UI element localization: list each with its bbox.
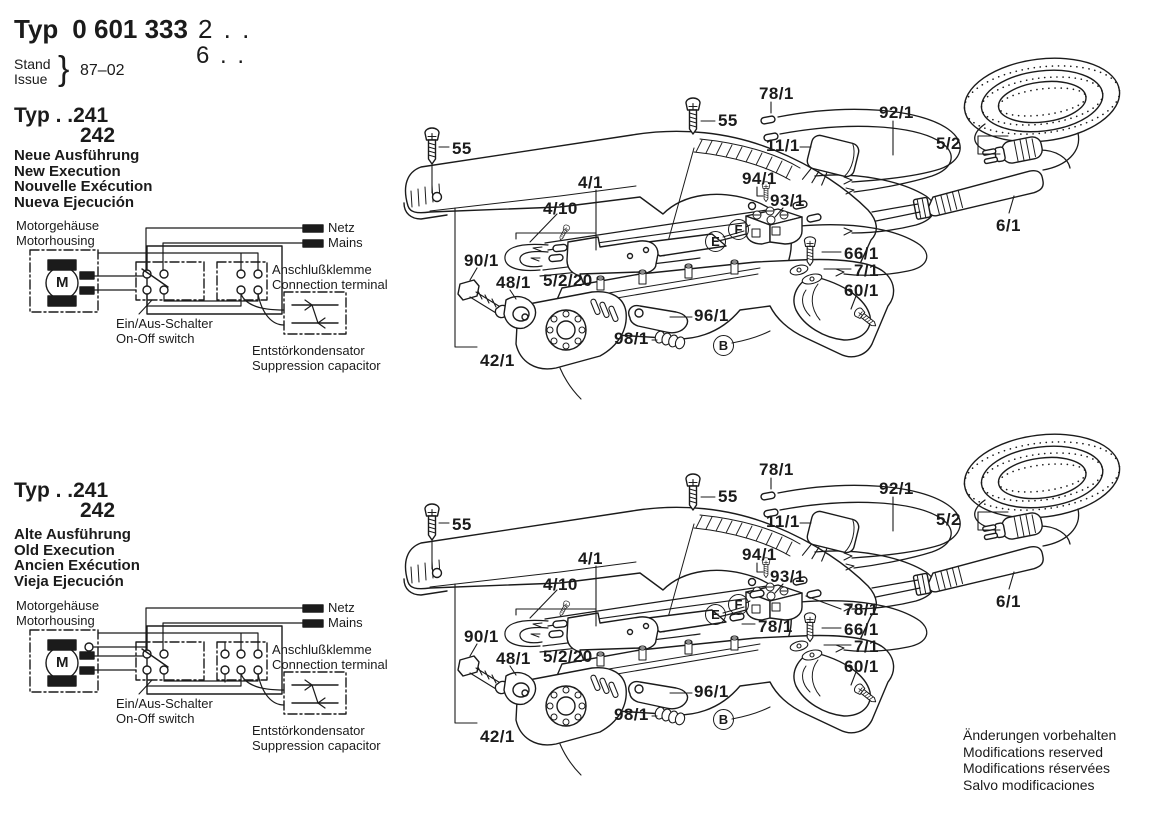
issue-brace: }: [58, 50, 70, 88]
capacitor-label: Entstörkondensator Suppression capacitor: [252, 723, 381, 753]
part-number-label: 78/1: [758, 617, 793, 636]
capacitor-label: Entstörkondensator Suppression capacitor: [252, 343, 381, 373]
part-number-label: 5/2/20: [543, 647, 593, 666]
part-number-label: 6/1: [996, 216, 1021, 235]
part-number-label: 4/1: [578, 549, 603, 568]
part-number-label: 94/1: [742, 545, 777, 564]
part-number-label: 96/1: [694, 682, 729, 701]
part-number-label: 4/1: [578, 173, 603, 192]
part-number-label: 6/1: [996, 592, 1021, 611]
part-number-label: 78/1: [844, 600, 879, 619]
part-number-label: 7/1: [854, 637, 879, 656]
typ-prefix: Typ . .: [14, 479, 74, 502]
part-number-label: 55: [718, 111, 738, 130]
callout-letter: F: [728, 219, 749, 240]
typ-label: Typ: [14, 14, 59, 44]
part-number-label: 5/2: [936, 510, 961, 529]
motor-housing-label: Motorgehäuse Motorhousing: [16, 598, 100, 628]
part-number-label: 42/1: [480, 727, 515, 746]
model-242: 242: [80, 124, 116, 147]
part-number-label: 4/10: [543, 199, 578, 218]
part-number-label: 78/1: [759, 460, 794, 479]
terminal-label: Anschlußklemme Connection terminal: [272, 642, 388, 672]
part-number-label: 11/1: [766, 136, 800, 155]
typ-prefix: Typ . .: [14, 104, 74, 127]
part-number-label: 60/1: [844, 657, 879, 676]
callout-letter: E: [705, 604, 726, 625]
document-title: Typ 0 601 333 2 . .: [14, 14, 251, 45]
mains-label: Netz Mains: [328, 600, 363, 630]
section-models-old: Typ . .241 242: [14, 479, 116, 522]
callout-letter: F: [728, 594, 749, 615]
part-number-label: 66/1: [844, 620, 879, 639]
model-242: 242: [80, 499, 116, 522]
model-241: 241: [73, 479, 109, 502]
part-number-label: 55: [452, 139, 472, 158]
part-number-label: 60/1: [844, 281, 879, 300]
part-number-label: 42/1: [480, 351, 515, 370]
switch-label: Ein/Aus-Schalter On-Off switch: [116, 696, 213, 726]
type-suffix-line2: 6 . .: [196, 42, 247, 69]
part-number-label: 55: [452, 515, 472, 534]
part-number-label: 96/1: [694, 306, 729, 325]
part-number-label: 90/1: [464, 627, 499, 646]
motor-symbol: M: [56, 274, 69, 291]
issue-block: Stand Issue: [14, 57, 51, 87]
type-number: 0 601 333: [72, 14, 188, 44]
execution-header-new: Neue Ausführung New Execution Nouvelle E…: [14, 147, 153, 211]
stand-label: Stand: [14, 56, 51, 72]
callout-letter: E: [705, 231, 726, 252]
type-suffix: 2 . .: [197, 14, 252, 44]
part-number-label: 92/1: [879, 103, 914, 122]
motor-housing-label: Motorgehäuse Motorhousing: [16, 218, 100, 248]
part-number-label: 7/1: [854, 261, 879, 280]
part-number-label: 5/2/20: [543, 271, 593, 290]
part-number-label: 98/1: [614, 705, 649, 724]
part-number-label: 92/1: [879, 479, 914, 498]
execution-header-old: Alte Ausführung Old Execution Ancien Exé…: [14, 526, 140, 590]
terminal-label: Anschlußklemme Connection terminal: [272, 262, 388, 292]
part-number-label: 48/1: [496, 649, 531, 668]
part-number-label: 93/1: [770, 567, 805, 586]
model-241: 241: [73, 104, 109, 127]
issue-value: 87–02: [80, 62, 125, 79]
part-number-label: 4/10: [543, 575, 578, 594]
part-number-label: 94/1: [742, 169, 777, 188]
issue-label: Issue: [14, 71, 48, 87]
section-models-new: Typ . .241 242: [14, 104, 116, 147]
motor-symbol: M: [56, 654, 69, 671]
part-number-label: 48/1: [496, 273, 531, 292]
part-number-label: 93/1: [770, 191, 805, 210]
part-number-label: 78/1: [759, 84, 794, 103]
part-number-label: 5/2: [936, 134, 961, 153]
part-number-label: 98/1: [614, 329, 649, 348]
mains-label: Netz Mains: [328, 220, 363, 250]
callout-letter: B: [713, 709, 734, 730]
old-execution-extras: [84, 588, 842, 683]
switch-label: Ein/Aus-Schalter On-Off switch: [116, 316, 213, 346]
part-number-label: 55: [718, 487, 738, 506]
callout-letter: B: [713, 335, 734, 356]
part-number-label: 11/1: [766, 512, 800, 531]
modifications-notice: Änderungen vorbehalten Modifications res…: [963, 727, 1117, 793]
part-number-label: 66/1: [844, 244, 879, 263]
part-number-label: 90/1: [464, 251, 499, 270]
